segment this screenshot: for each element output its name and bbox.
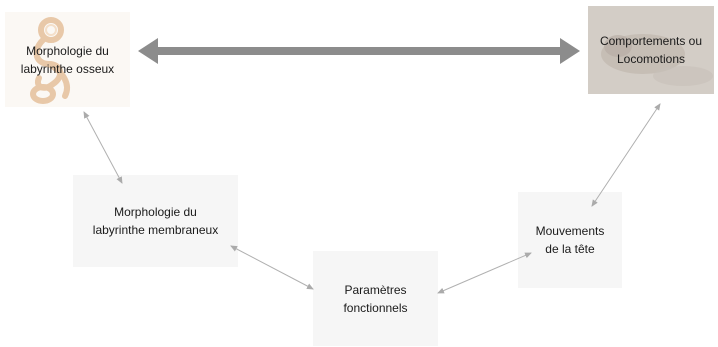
node-bone-labyrinth: Morphologie du labyrinthe osseux (5, 12, 130, 107)
animal-photo-background (588, 6, 714, 94)
inner-ear-labyrinth-illustration (30, 17, 70, 104)
node-membranous-labyrinth: Morphologie du labyrinthe membraneux (73, 175, 238, 267)
node-behavior-locomotion: Comportements ou Locomotions (588, 6, 714, 94)
node-membrane-label: Morphologie du labyrinthe membraneux (92, 205, 219, 237)
arrow-head-behavior (591, 103, 661, 207)
node-head-movements: Mouvements de la tête (518, 192, 622, 288)
node-bone-label: Morphologie du labyrinthe osseux (20, 43, 115, 76)
arrow-bone-behavior (138, 38, 580, 64)
node-functional-parameters: Paramètres fonctionnels (313, 251, 438, 346)
arrow-bone-membrane (83, 111, 123, 184)
node-behavior-label: Comportements ou Locomotions (599, 34, 703, 66)
arrow-membrane-params (230, 245, 314, 290)
node-params-label: Paramètres fonctionnels (343, 282, 408, 315)
node-head-label: Mouvements de la tête (535, 224, 605, 256)
